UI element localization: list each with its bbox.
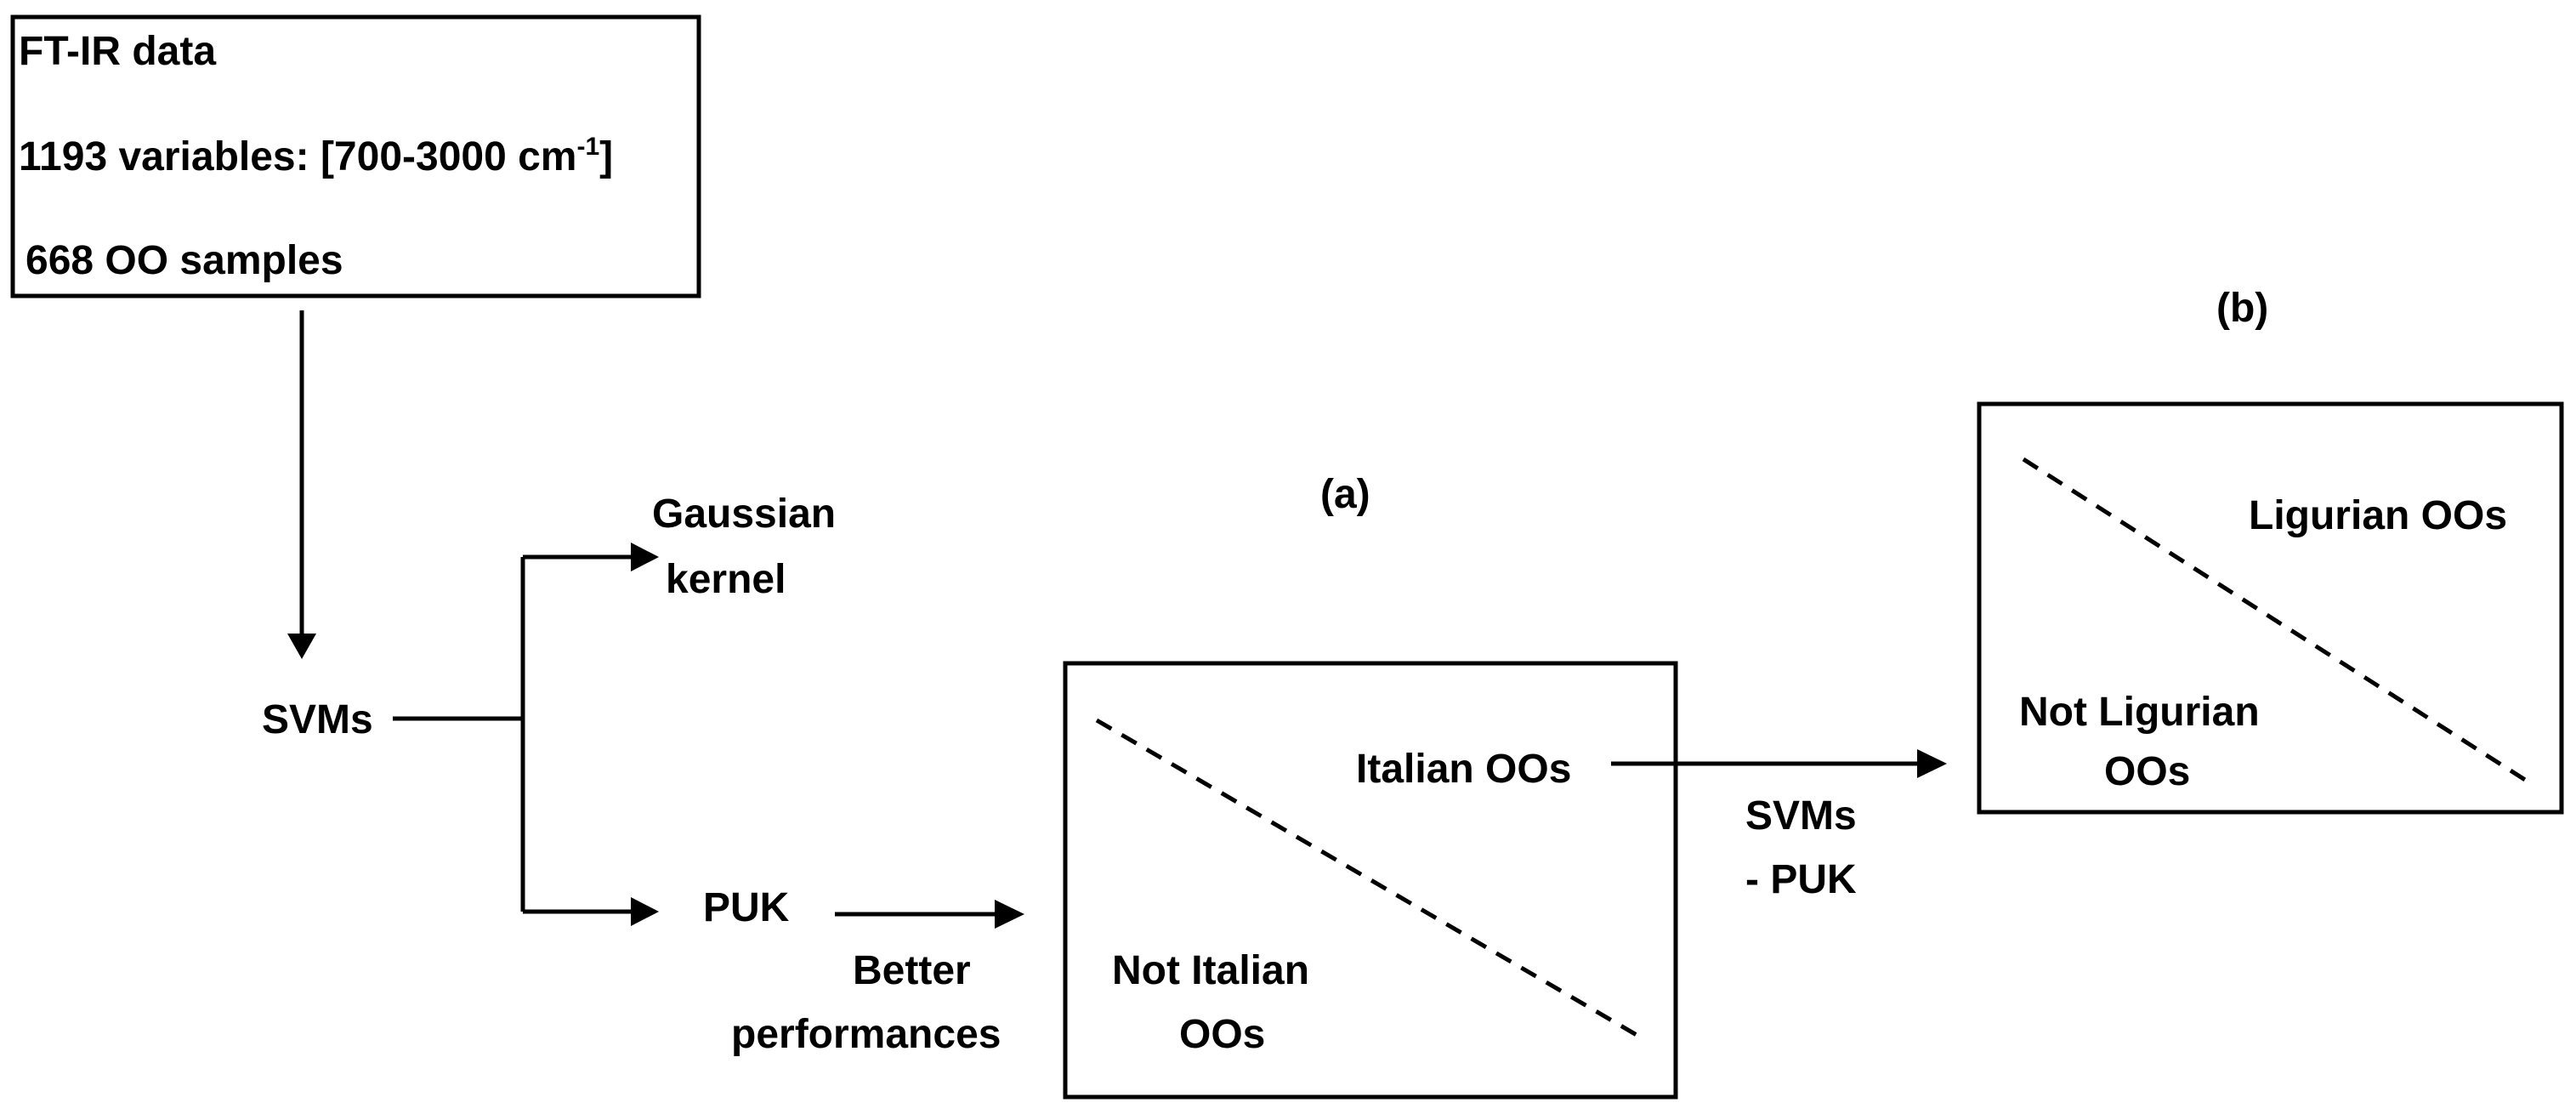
svms-puk-line2: - PUK	[1745, 857, 1857, 902]
panel-b-decision-boundary	[2022, 457, 2527, 782]
panel-a-box	[1063, 661, 1678, 1100]
svms-node: SVMs	[262, 697, 373, 742]
arrow-input-to-svms-head	[287, 634, 316, 659]
input-variables: 1193 variables: [700-3000 cm-1]	[19, 133, 613, 179]
gaussian-kernel-line1: Gaussian	[652, 492, 836, 537]
arrow-to-puk-head	[631, 897, 659, 926]
arrow-panel-a-to-panel-b-head	[1917, 749, 1947, 778]
gaussian-kernel-line2: kernel	[666, 557, 786, 602]
panel-b-box	[1977, 401, 2564, 815]
panel-a-decision-boundary	[1095, 718, 1638, 1037]
input-variables-main: 1193 variables: [700-3000 cm	[19, 134, 576, 179]
better-performances-line1: Better	[853, 948, 971, 993]
better-performances-line2: performances	[731, 1012, 1001, 1057]
arrow-to-gaussian-head	[631, 543, 659, 571]
input-title: FT-IR data	[19, 29, 216, 74]
svms-puk-line1: SVMs	[1745, 793, 1857, 838]
arrow-puk-to-panel-a-head	[995, 900, 1024, 929]
panel-a-positive-class: Italian OOs	[1356, 747, 1571, 792]
input-variables-end: ]	[599, 134, 613, 179]
panel-b-negative-class-line2: OOs	[2104, 749, 2190, 794]
panel-b-label: (b)	[2216, 286, 2268, 331]
input-variables-sup: -1	[576, 133, 599, 161]
input-data-box	[10, 14, 701, 298]
panel-b-positive-class: Ligurian OOs	[2249, 493, 2507, 538]
panel-a-negative-class-line1: Not Italian	[1112, 948, 1309, 993]
panel-a-label: (a)	[1320, 472, 1370, 517]
panel-b-negative-class-line1: Not Ligurian	[2019, 690, 2260, 735]
panel-a-negative-class-line2: OOs	[1179, 1012, 1265, 1057]
input-samples: 668 OO samples	[26, 238, 343, 283]
puk-node: PUK	[703, 885, 790, 930]
